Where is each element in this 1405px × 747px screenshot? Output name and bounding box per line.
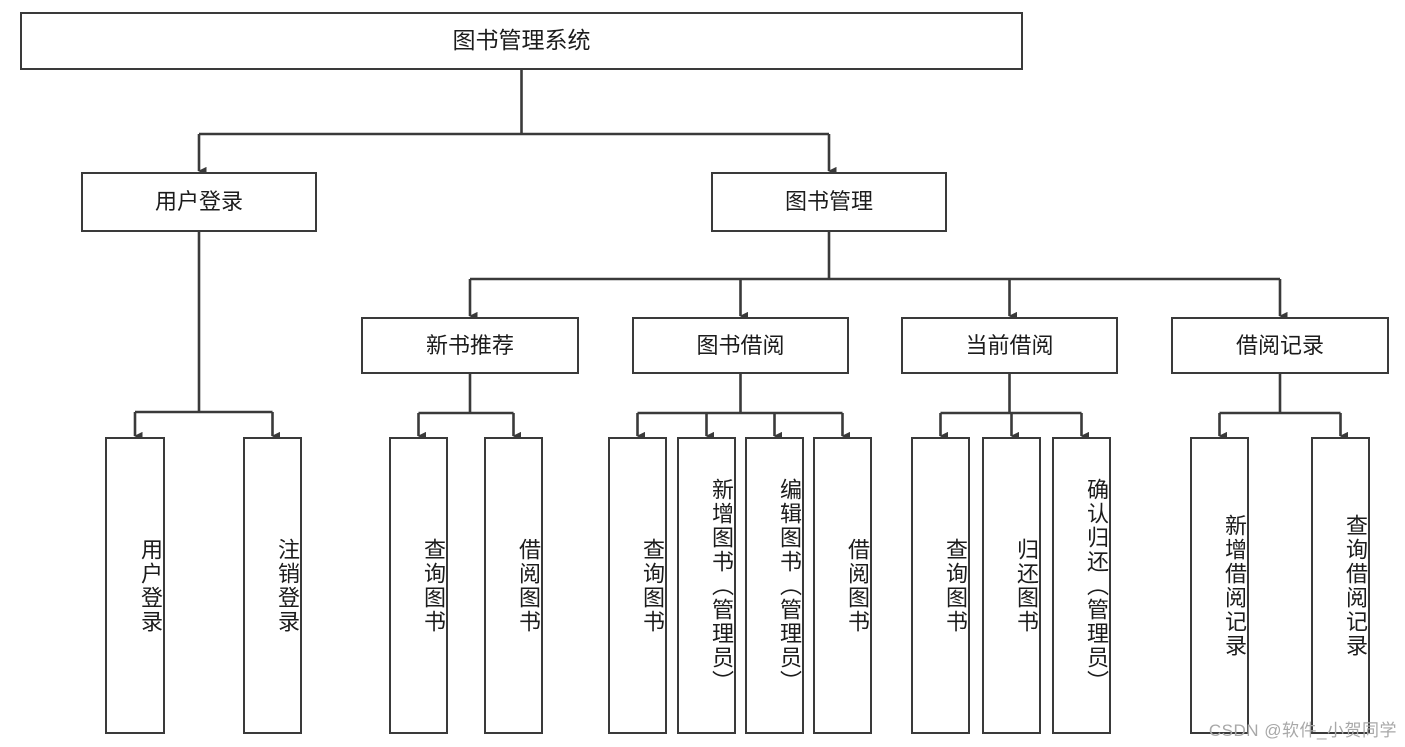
node-label: 确认归还（管理员）: [1084, 477, 1109, 694]
node-label: 用户登录: [138, 537, 163, 634]
node-label: 图书管理: [784, 189, 873, 215]
node-leaf-query-book-2[interactable]: 查询图书: [608, 437, 667, 734]
node-book-manage[interactable]: 图书管理: [711, 172, 947, 232]
node-label: 借阅记录: [1235, 332, 1324, 358]
node-leaf-borrow-book-2[interactable]: 借阅图书: [813, 437, 872, 734]
node-borrow-record[interactable]: 借阅记录: [1171, 317, 1389, 374]
node-label: 当前借阅: [965, 332, 1054, 358]
node-label: 编辑图书（管理员）: [777, 477, 802, 694]
node-leaf-query-record[interactable]: 查询借阅记录: [1311, 437, 1370, 734]
node-leaf-query-book-3[interactable]: 查询图书: [911, 437, 970, 734]
node-label: 查询图书: [640, 537, 665, 634]
node-leaf-add-record[interactable]: 新增借阅记录: [1190, 437, 1249, 734]
node-label: 新增借阅记录: [1222, 513, 1247, 658]
node-label: 用户登录: [154, 189, 243, 215]
node-label: 图书借阅: [696, 332, 785, 358]
node-leaf-borrow-book-1[interactable]: 借阅图书: [484, 437, 543, 734]
node-label: 图书管理系统: [452, 27, 591, 54]
csdn-watermark: CSDN @软件_小贺同学: [1208, 721, 1397, 740]
node-book-borrow[interactable]: 图书借阅: [632, 317, 849, 374]
node-root[interactable]: 图书管理系统: [20, 12, 1023, 70]
node-leaf-user-login[interactable]: 用户登录: [105, 437, 165, 734]
node-label: 注销登录: [275, 537, 300, 634]
node-new-book-rec[interactable]: 新书推荐: [361, 317, 579, 374]
node-leaf-query-book-1[interactable]: 查询图书: [389, 437, 448, 734]
node-leaf-logout[interactable]: 注销登录: [243, 437, 302, 734]
node-leaf-confirm-return[interactable]: 确认归还（管理员）: [1052, 437, 1111, 734]
node-current-borrow[interactable]: 当前借阅: [901, 317, 1118, 374]
node-label: 新书推荐: [425, 332, 514, 358]
node-label: 归还图书: [1014, 537, 1039, 634]
node-leaf-edit-book[interactable]: 编辑图书（管理员）: [745, 437, 804, 734]
node-user-login[interactable]: 用户登录: [81, 172, 317, 232]
node-leaf-add-book[interactable]: 新增图书（管理员）: [677, 437, 736, 734]
node-label: 借阅图书: [845, 537, 870, 634]
node-leaf-return-book[interactable]: 归还图书: [982, 437, 1041, 734]
node-label: 查询借阅记录: [1343, 513, 1368, 658]
node-label: 新增图书（管理员）: [709, 477, 734, 694]
node-label: 查询图书: [943, 537, 968, 634]
node-label: 借阅图书: [516, 537, 541, 634]
node-label: 查询图书: [421, 537, 446, 634]
